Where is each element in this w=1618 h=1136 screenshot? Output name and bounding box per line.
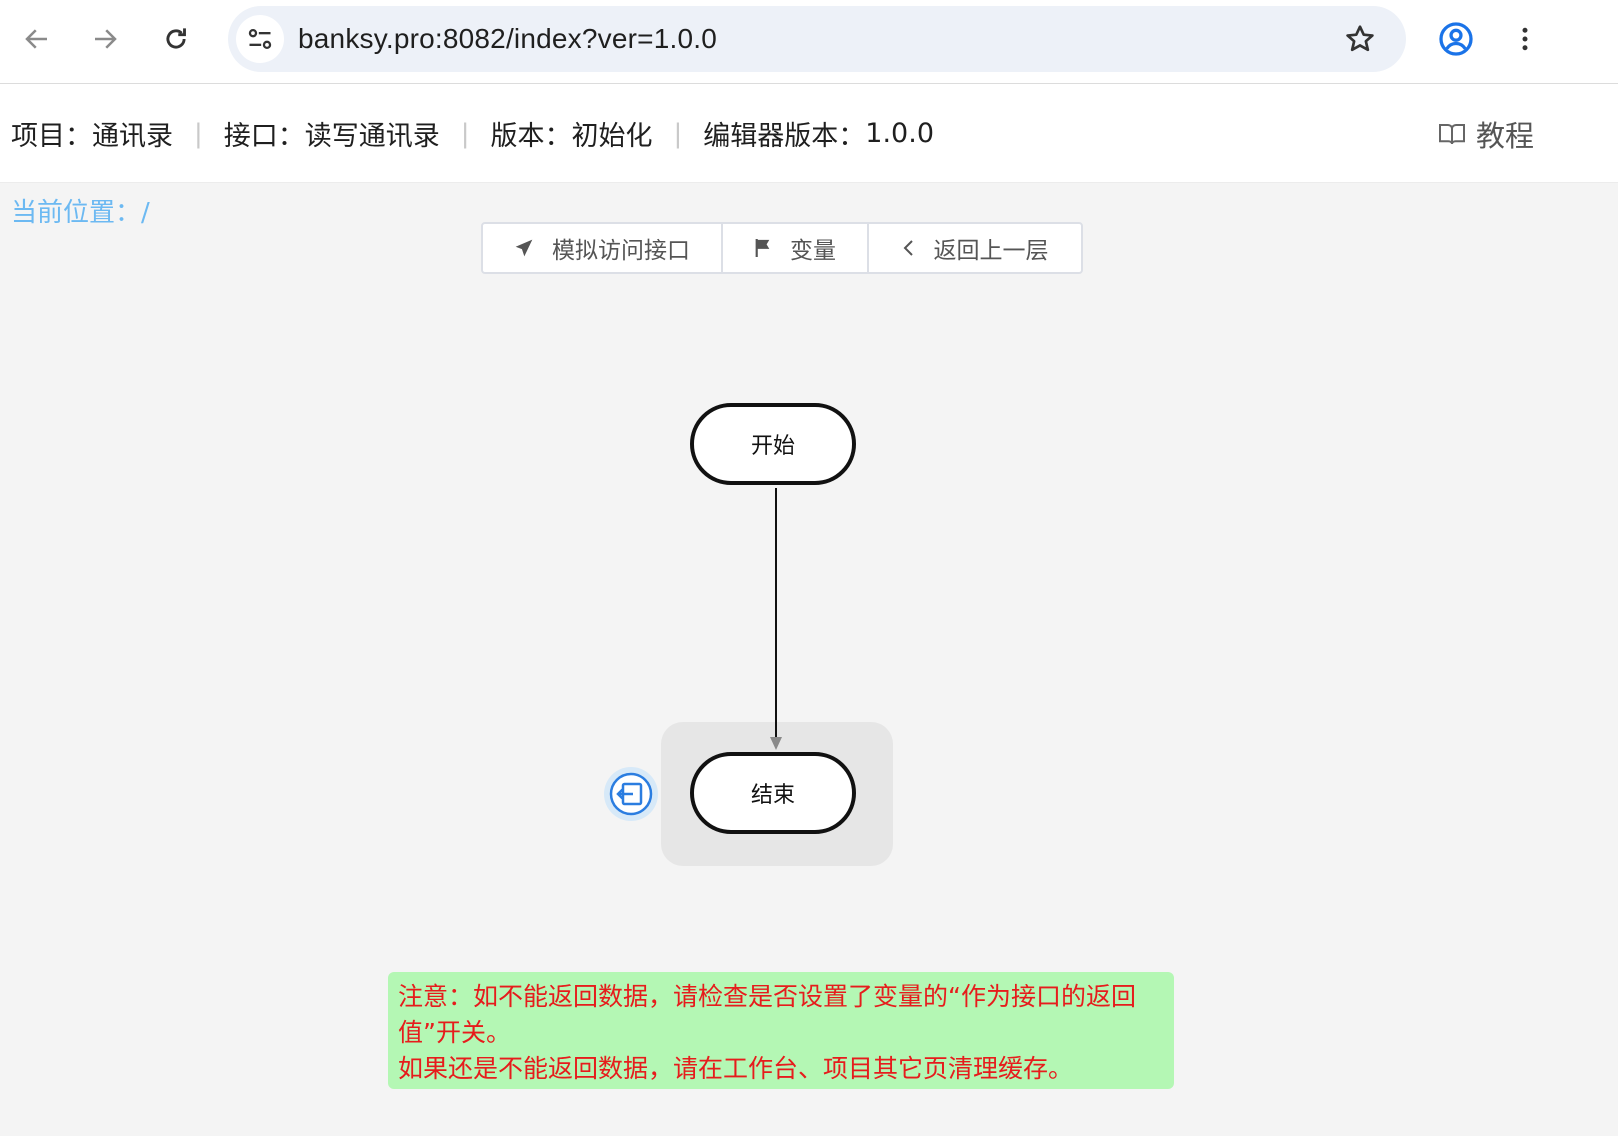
browser-toolbar: banksy.pro:8082/index?ver=1.0.0 bbox=[0, 0, 1618, 84]
breadcrumb-path[interactable]: / bbox=[141, 198, 150, 228]
return-value-button[interactable] bbox=[604, 767, 658, 821]
project-label: 项目： bbox=[11, 121, 92, 152]
separator: | bbox=[194, 118, 203, 149]
profile-icon bbox=[1439, 22, 1473, 56]
forward-button[interactable] bbox=[80, 14, 130, 64]
book-icon bbox=[1438, 123, 1465, 144]
version-name: 初始化 bbox=[571, 121, 653, 152]
editor-version-value: 1.0.0 bbox=[865, 118, 934, 149]
editor-version-label: 编辑器版本： bbox=[703, 121, 866, 152]
site-info-button[interactable] bbox=[236, 15, 284, 63]
chevron-left-icon bbox=[903, 240, 913, 256]
back-up-level-button[interactable]: 返回上一层 bbox=[867, 224, 1081, 272]
url-text[interactable]: banksy.pro:8082/index?ver=1.0.0 bbox=[298, 23, 717, 54]
reload-icon bbox=[166, 28, 186, 49]
tutorial-link[interactable]: 教程 bbox=[1438, 84, 1534, 183]
star-icon bbox=[1346, 25, 1374, 52]
start-node-label: 开始 bbox=[750, 434, 795, 459]
simulate-api-button[interactable]: 模拟访问接口 bbox=[483, 224, 721, 272]
notice-line-2: 如果还是不能返回数据，请在工作台、项目其它页清理缓存。 bbox=[398, 1054, 1074, 1083]
api-name: 读写通讯录 bbox=[304, 121, 440, 152]
api-label: 接口： bbox=[223, 121, 305, 152]
profile-button[interactable] bbox=[1431, 14, 1481, 64]
variables-button[interactable]: 变量 bbox=[721, 224, 867, 272]
breadcrumb-label: 当前位置： bbox=[11, 198, 142, 228]
bookmark-button[interactable] bbox=[1340, 19, 1380, 59]
back-arrow-icon bbox=[25, 29, 47, 49]
back-button[interactable] bbox=[12, 14, 62, 64]
simulate-api-label: 模拟访问接口 bbox=[552, 238, 690, 264]
tutorial-label: 教程 bbox=[1475, 118, 1534, 153]
send-icon bbox=[515, 239, 533, 257]
back-up-level-label: 返回上一层 bbox=[933, 238, 1049, 264]
project-name: 通讯录 bbox=[92, 121, 173, 152]
forward-arrow-icon bbox=[95, 29, 117, 49]
variables-label: 变量 bbox=[790, 238, 836, 264]
notice-line-1: 注意：如不能返回数据，请检查是否设置了变量的“作为接口的返回值”开关。 bbox=[398, 982, 1136, 1047]
breadcrumb: 当前位置：/ bbox=[11, 192, 150, 229]
version-label: 版本： bbox=[490, 121, 572, 152]
start-node[interactable]: 开始 bbox=[690, 403, 856, 485]
address-bar[interactable]: banksy.pro:8082/index?ver=1.0.0 bbox=[228, 6, 1406, 72]
more-vert-icon bbox=[1522, 27, 1528, 51]
flag-icon bbox=[755, 239, 770, 257]
separator: | bbox=[460, 118, 470, 149]
reload-button[interactable] bbox=[151, 14, 201, 64]
end-node-label: 结束 bbox=[750, 783, 795, 808]
flow-toolbar: 模拟访问接口 变量 返回上一层 bbox=[481, 222, 1083, 274]
more-menu-button[interactable] bbox=[1500, 14, 1550, 64]
site-info-icon bbox=[248, 28, 272, 50]
end-node[interactable]: 结束 bbox=[690, 752, 856, 834]
separator: | bbox=[673, 118, 683, 149]
notice-box: 注意：如不能返回数据，请检查是否设置了变量的“作为接口的返回值”开关。 如果还是… bbox=[388, 972, 1174, 1089]
project-info-bar: 项目： 通讯录 | 接口： 读写通讯录 | 版本： 初始化 | 编辑器版本： 1… bbox=[11, 84, 934, 183]
app-header: 项目： 通讯录 | 接口： 读写通讯录 | 版本： 初始化 | 编辑器版本： 1… bbox=[0, 84, 1618, 183]
exit-icon bbox=[609, 772, 653, 816]
